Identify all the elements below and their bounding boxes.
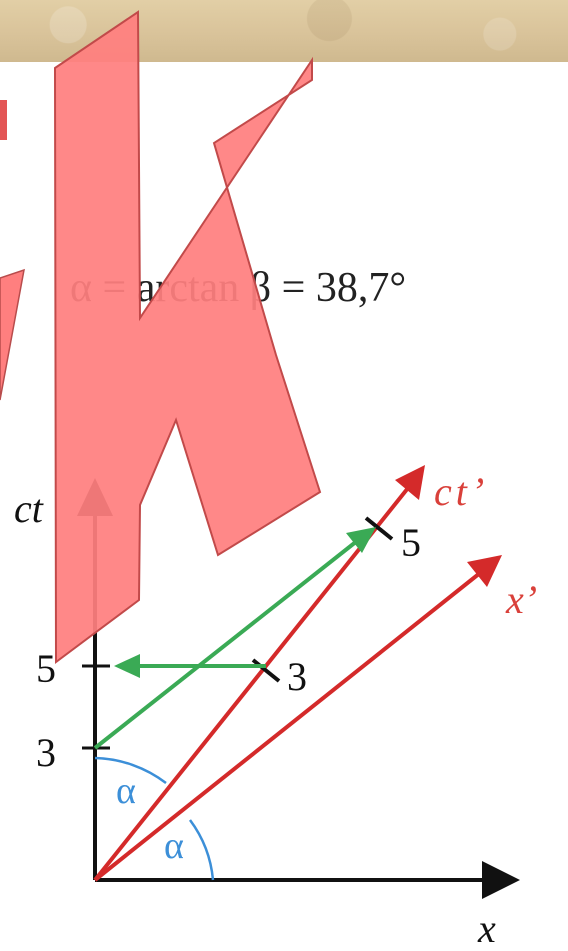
ct-prime-tick-3 xyxy=(251,658,281,683)
alpha-label-lower: α xyxy=(164,825,184,867)
x-prime-axis xyxy=(93,571,482,882)
tick-label-3-ct-prime: 3 xyxy=(287,654,307,699)
ct-prime-arrowhead xyxy=(395,465,425,500)
x-prime-arrowhead xyxy=(467,555,502,587)
x-prime-label: x’ xyxy=(505,577,537,622)
ct-axis-label: ct xyxy=(14,486,44,531)
ct-prime-tick-5 xyxy=(364,516,394,541)
light-signal-out xyxy=(93,539,359,750)
ct-prime-label: ct’ xyxy=(434,469,488,514)
k-logo-icon xyxy=(53,10,322,664)
ct-prime-axis xyxy=(93,486,410,882)
alpha-arc-lower xyxy=(188,819,215,881)
light-signal-back-arrowhead xyxy=(114,654,140,678)
light-signal-out-arrowhead xyxy=(346,527,376,553)
tick-label-5-ct-prime: 5 xyxy=(401,520,421,565)
alpha-label-upper: α xyxy=(116,770,136,812)
left-edge-logo-fragment xyxy=(0,268,25,401)
top-left-red-mark xyxy=(0,100,7,140)
tick-label-3-ct: 3 xyxy=(36,730,56,775)
tick-label-5-ct: 5 xyxy=(36,646,56,691)
x-axis-arrowhead xyxy=(482,861,520,899)
x-axis-label: x xyxy=(477,906,496,951)
alpha-arc-upper xyxy=(94,756,167,784)
